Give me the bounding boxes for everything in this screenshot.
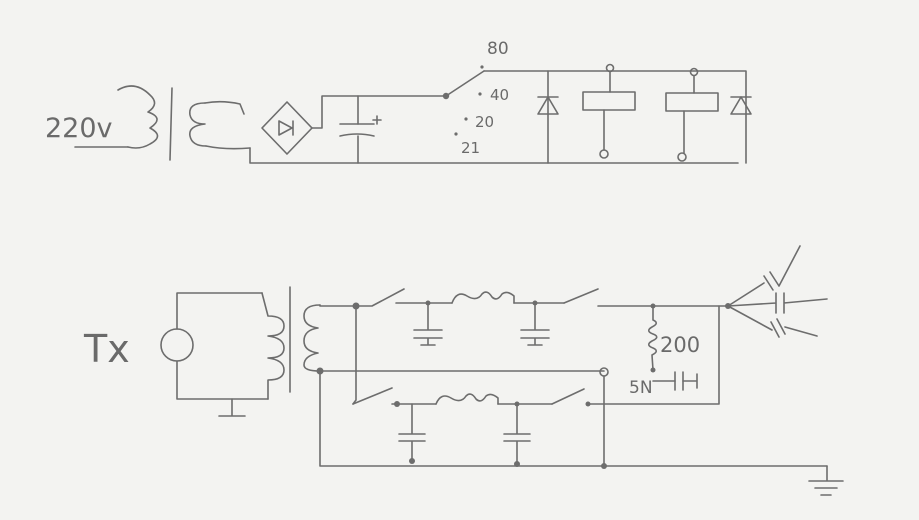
switch-contact-20	[464, 117, 468, 121]
tx-source-circle	[160, 328, 194, 362]
lower-output-switch	[551, 388, 585, 405]
capacitor-5n-ground	[682, 373, 698, 389]
lower-cap-b-ground-node	[514, 461, 520, 467]
mains-transformer	[74, 85, 251, 161]
transformer-core	[169, 87, 173, 161]
band-20-label: 20	[475, 113, 494, 131]
bus-node-bottom	[601, 463, 607, 469]
rf-filter-circuit	[160, 245, 844, 496]
relay1-terminal-bottom	[599, 149, 609, 159]
resistor-bottom-node	[650, 367, 656, 373]
lower-shunt-capacitor-b	[503, 403, 531, 465]
relay-coil-2	[665, 67, 719, 162]
upper-output-switch	[563, 288, 599, 304]
switch-contact-80	[480, 65, 484, 69]
output-transformer	[261, 286, 828, 467]
filter-input-bus	[316, 288, 605, 405]
band-21-label: 21	[461, 139, 480, 157]
secondary-lead-bottom	[205, 145, 251, 150]
relay2-terminal-bottom	[677, 152, 687, 162]
secondary-winding	[188, 102, 207, 147]
tx-ground-symbol	[218, 398, 246, 417]
lower-output-line	[587, 305, 720, 405]
filter-capacitor	[339, 95, 382, 164]
antenna-cap-middle	[727, 292, 828, 314]
bus-node-top	[599, 367, 609, 377]
band-40-label: 40	[490, 86, 509, 104]
lower-filter-inductor	[435, 393, 499, 405]
clamp-diode-left	[537, 70, 559, 164]
relay2-terminal-top	[689, 67, 699, 77]
switch-contact-21	[454, 132, 458, 136]
upper-filter-inductor	[451, 291, 515, 304]
band-selector-switch	[442, 65, 747, 164]
lower-lowpass-filter	[352, 305, 720, 467]
relay-common-bus	[599, 367, 609, 469]
upper-shunt-capacitor-a	[413, 302, 443, 346]
bridge-rectifier	[249, 95, 739, 164]
diode-right-body	[730, 96, 752, 115]
input-bus-vertical	[352, 305, 357, 405]
output-hot-lead	[319, 304, 357, 307]
negative-rail	[249, 147, 739, 164]
output-primary	[261, 292, 285, 400]
lower-input-switch	[352, 387, 393, 405]
band-80-label: 80	[487, 39, 509, 59]
relay-coil-1	[582, 63, 636, 159]
lower-cap-a-ground-node	[409, 458, 415, 464]
termination-network	[647, 305, 698, 391]
relay2-coil	[665, 92, 719, 112]
upper-shunt-capacitor-b	[520, 302, 550, 346]
secondary-lead-top	[204, 100, 245, 115]
resistor-value-label: 200	[660, 333, 700, 357]
power-supply-circuit	[74, 63, 752, 164]
ground-return	[319, 370, 828, 467]
output-secondary	[303, 304, 321, 372]
primary-winding	[117, 85, 159, 149]
upper-input-switch	[355, 288, 405, 307]
antenna-coupling	[725, 245, 828, 338]
tx-lead-bottom	[176, 360, 269, 400]
mains-voltage-label: 220v	[45, 113, 113, 144]
tx-lead-top	[176, 292, 263, 330]
rectifier-diode-icon	[278, 120, 294, 136]
rectifier-positive-lead	[311, 95, 447, 129]
transmitter-source	[160, 292, 269, 417]
polarity-plus-icon	[372, 115, 382, 125]
switch-contact-40	[478, 92, 482, 96]
earth-ground	[808, 465, 844, 496]
relay1-coil	[582, 91, 636, 111]
diode-left-body	[537, 96, 559, 115]
termination-resistor	[647, 305, 658, 371]
lower-filter-node-a	[394, 401, 400, 407]
switch-arm	[445, 70, 485, 97]
capacitor-5n-plates	[674, 371, 684, 391]
earth-ground-icon	[808, 465, 844, 496]
antenna-cap-lower	[727, 305, 818, 338]
clamp-diode-right	[730, 96, 752, 115]
capacitor-plate-bottom	[339, 133, 375, 137]
positive-rail	[483, 70, 747, 164]
transmitter-label: Tx	[83, 327, 130, 371]
rectifier-diamond	[261, 101, 313, 155]
lower-shunt-capacitor-a	[398, 403, 426, 462]
capacitor-value-label: 5N	[629, 378, 653, 398]
upper-lowpass-filter	[395, 288, 729, 346]
antenna-cap-upper	[727, 245, 801, 307]
